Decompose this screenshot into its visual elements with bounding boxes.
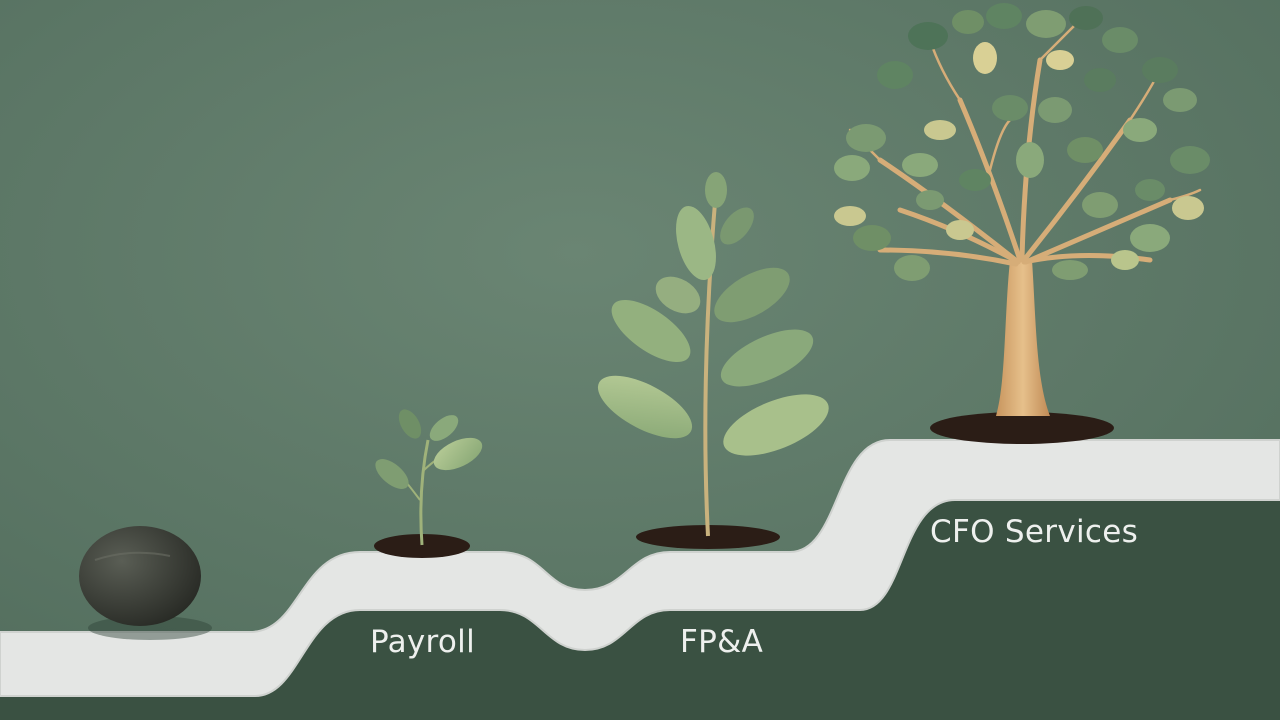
winding-shelf [0, 439, 1280, 697]
soil-mound [636, 525, 780, 549]
leaf [375, 459, 409, 489]
tree-foliage [834, 3, 1210, 281]
leaf [398, 409, 422, 439]
soil-mound [930, 412, 1114, 444]
stage-label-payroll: Payroll [370, 624, 475, 660]
leaf [611, 299, 691, 363]
leaf [655, 276, 701, 314]
leaf [433, 437, 483, 471]
tree-trunk [996, 260, 1050, 416]
leaf [720, 207, 754, 245]
sapling-plant [597, 172, 829, 549]
leaf [723, 394, 829, 456]
leaf [720, 329, 814, 387]
seed-icon [79, 526, 201, 626]
stage-label-fpa: FP&A [680, 624, 764, 660]
leaf [429, 415, 459, 441]
leaf [597, 375, 693, 439]
sprout-plant [374, 409, 483, 558]
leaf [676, 206, 716, 280]
shelf-shadow [0, 500, 1280, 720]
tree-plant [834, 3, 1210, 444]
stage-label-cfo-services: CFO Services [930, 514, 1139, 550]
seed-stage [79, 526, 212, 640]
soil-mound [374, 534, 470, 558]
leaf [705, 172, 727, 208]
leaf [714, 267, 790, 323]
